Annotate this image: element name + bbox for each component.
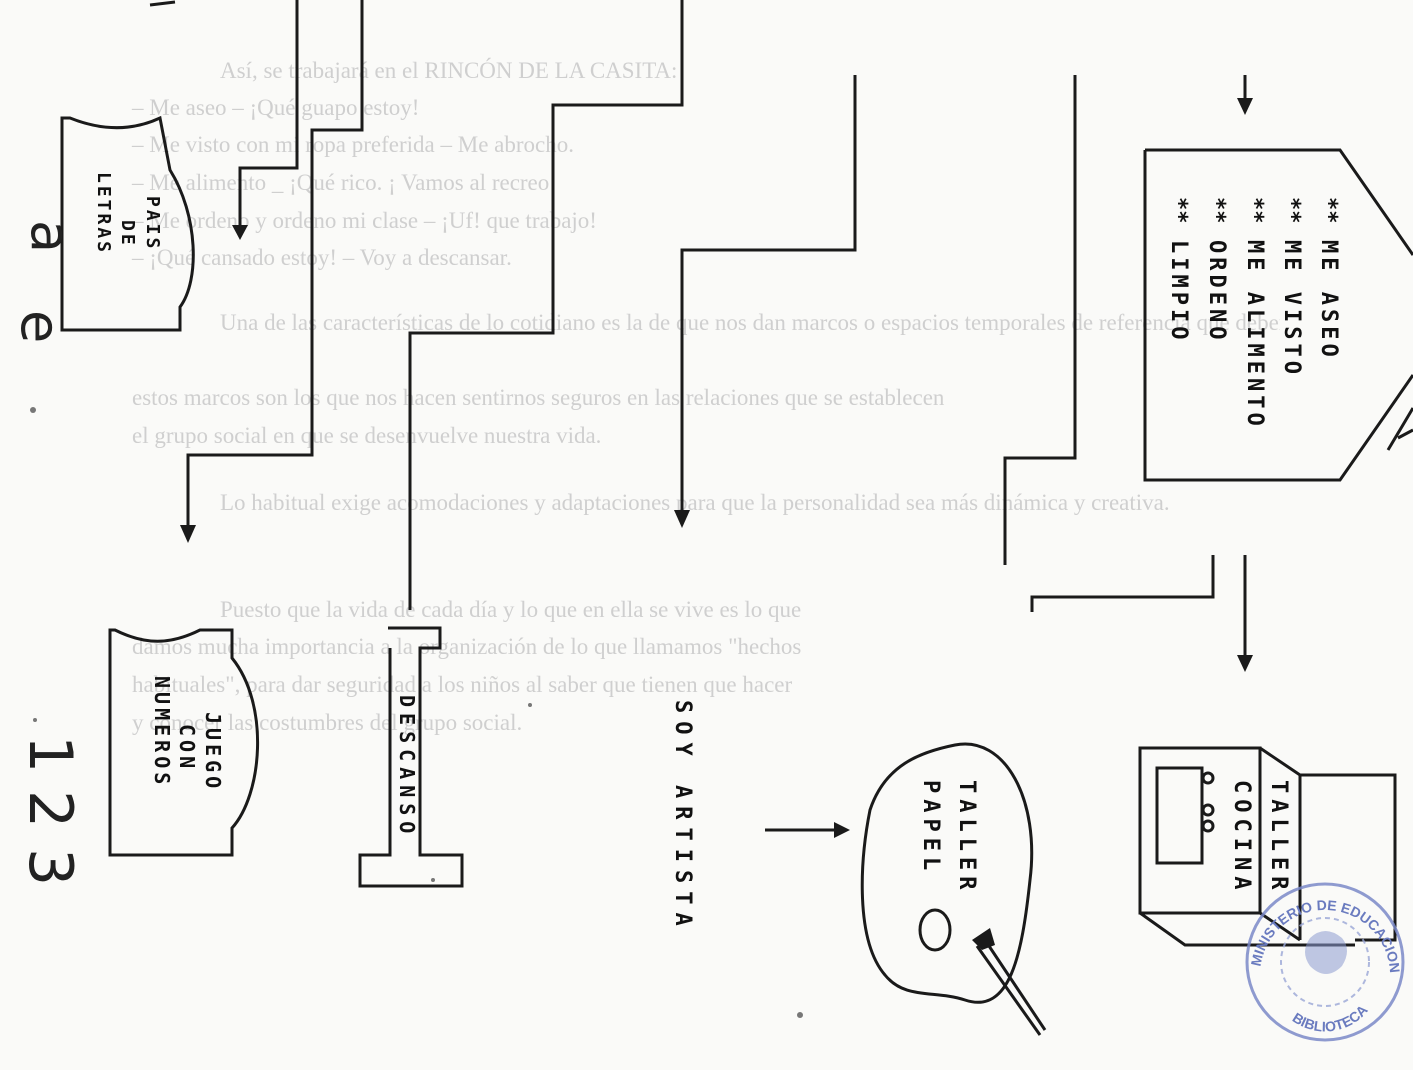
connector-juego: [188, 0, 362, 525]
casita-bullet: **: [1204, 197, 1229, 224]
library-stamp: MINISTERIO DE EDUCACION Y CIENCIA BIBLIO…: [0, 0, 1403, 1040]
juego-label-juego: JUEGO: [201, 712, 225, 792]
connector-papel-top: [1005, 75, 1075, 565]
casita-item-limpio: LIMPIO: [1166, 240, 1191, 343]
hand-number-3: 3: [15, 848, 85, 886]
casita-bullet: **: [1166, 197, 1191, 224]
papel-palette-icon: [862, 744, 1045, 1035]
stamp-text-top: MINISTERIO DE EDUCACION Y CIENCIA: [0, 0, 1403, 977]
connector-descanso: [410, 0, 682, 610]
casita-bullet: **: [1242, 197, 1267, 224]
juego-label-con: CON: [175, 724, 199, 772]
arrowhead: [232, 225, 248, 240]
edge-mark: [150, 2, 175, 5]
speck: [431, 878, 435, 882]
connector-cocina-papel: [1032, 555, 1213, 612]
stove-knob: [1203, 773, 1213, 783]
arrowhead: [674, 510, 690, 528]
brush-handle: [977, 946, 1040, 1035]
palette-outline: [862, 744, 1031, 1002]
casita-bullet: **: [1316, 197, 1341, 224]
speck: [797, 1012, 803, 1018]
casita-door-line: [1388, 408, 1413, 450]
casita-item-ordeno: ORDENO: [1204, 240, 1229, 343]
stove-oven-window: [1157, 768, 1202, 863]
hand-letter-e: e: [9, 310, 72, 343]
hand-letter-a: a: [19, 220, 82, 253]
casita-menu: ** ME ASEO ** ME VISTO ** ME ALIMENTO **…: [1166, 197, 1341, 430]
arrowhead: [180, 525, 196, 543]
stamp-crest-icon: [1305, 931, 1347, 974]
speck: [528, 703, 532, 707]
soy-artista-label: SOY ARTISTA: [670, 700, 695, 934]
pais-label-letras: LETRAS: [93, 172, 114, 255]
arrowhead: [1237, 655, 1253, 672]
connector-artista: [682, 75, 855, 510]
palette-thumb-hole: [920, 910, 950, 950]
pais-label-pais: PAIS: [142, 196, 163, 251]
casita-bullet: **: [1279, 197, 1304, 224]
descanso-label: DESCANSO: [395, 695, 419, 839]
juego-label-numeros: NUMEROS: [150, 676, 174, 788]
connector-pais: [240, 0, 297, 225]
casita-item-me-alimento: ME ALIMENTO: [1242, 240, 1267, 430]
arrowheads: [180, 98, 1253, 838]
cocina-label-cocina: COCINA: [1229, 780, 1254, 895]
pais-label-de: DE: [117, 220, 138, 248]
casita-item-me-aseo: ME ASEO: [1316, 240, 1341, 361]
hand-number-2: 2: [15, 790, 85, 828]
brush-tip-icon: [972, 928, 995, 950]
cocina-label-taller: TALLER: [1266, 780, 1291, 895]
hand-number-1: 1: [15, 735, 85, 773]
brush-handle: [985, 940, 1045, 1030]
arrowhead: [834, 822, 850, 838]
stove-knob: [1203, 821, 1213, 831]
speck: [33, 718, 37, 722]
arrowhead: [1237, 98, 1253, 115]
speck: [30, 407, 36, 413]
stove-knob: [1203, 805, 1213, 815]
handwriting: a e 1 2 3: [9, 220, 85, 886]
casita-item-me-visto: ME VISTO: [1279, 240, 1304, 378]
connector-lines: [150, 0, 1245, 830]
papel-label-papel: PAPEL: [918, 780, 943, 876]
papel-label-taller: TALLER: [954, 780, 979, 895]
